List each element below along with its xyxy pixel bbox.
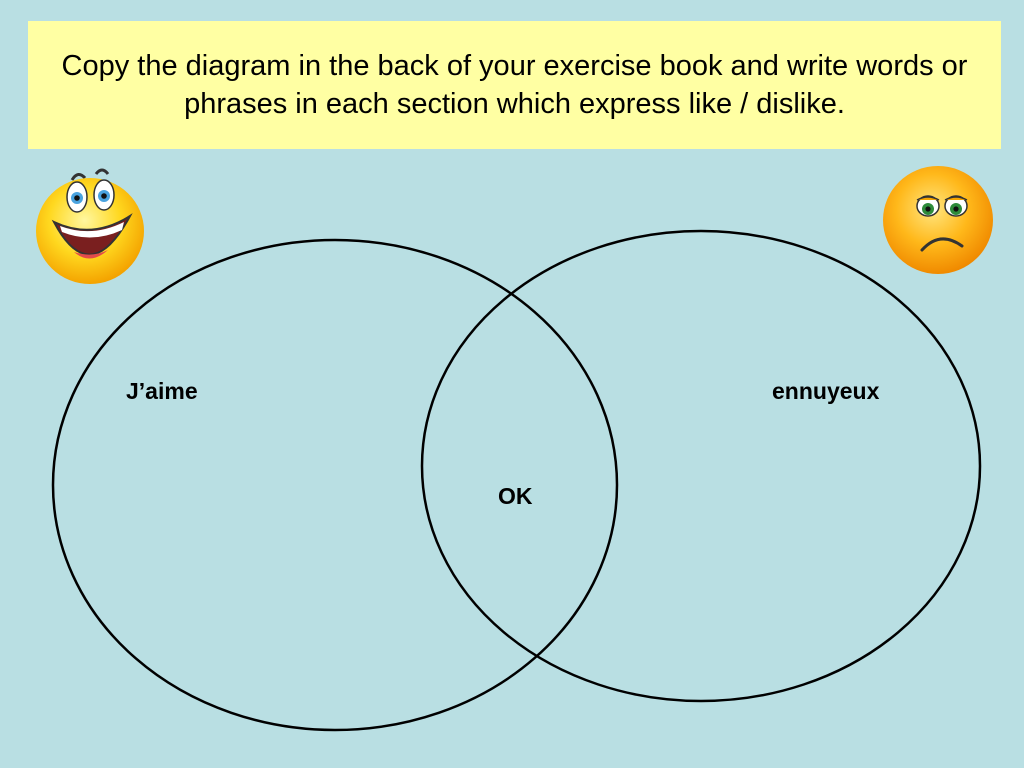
happy-smiley-icon — [36, 168, 144, 284]
right-circle-label: ennuyeux — [772, 378, 880, 404]
overlap-label: OK — [498, 483, 533, 509]
sad-smiley-icon — [883, 166, 993, 274]
instruction-text: Copy the diagram in the back of your exe… — [61, 50, 968, 120]
left-circle-label: J’aime — [126, 378, 198, 404]
instruction-box: Copy the diagram in the back of your exe… — [28, 21, 1001, 149]
left-circle — [51, 238, 619, 732]
right-circle — [420, 229, 982, 703]
